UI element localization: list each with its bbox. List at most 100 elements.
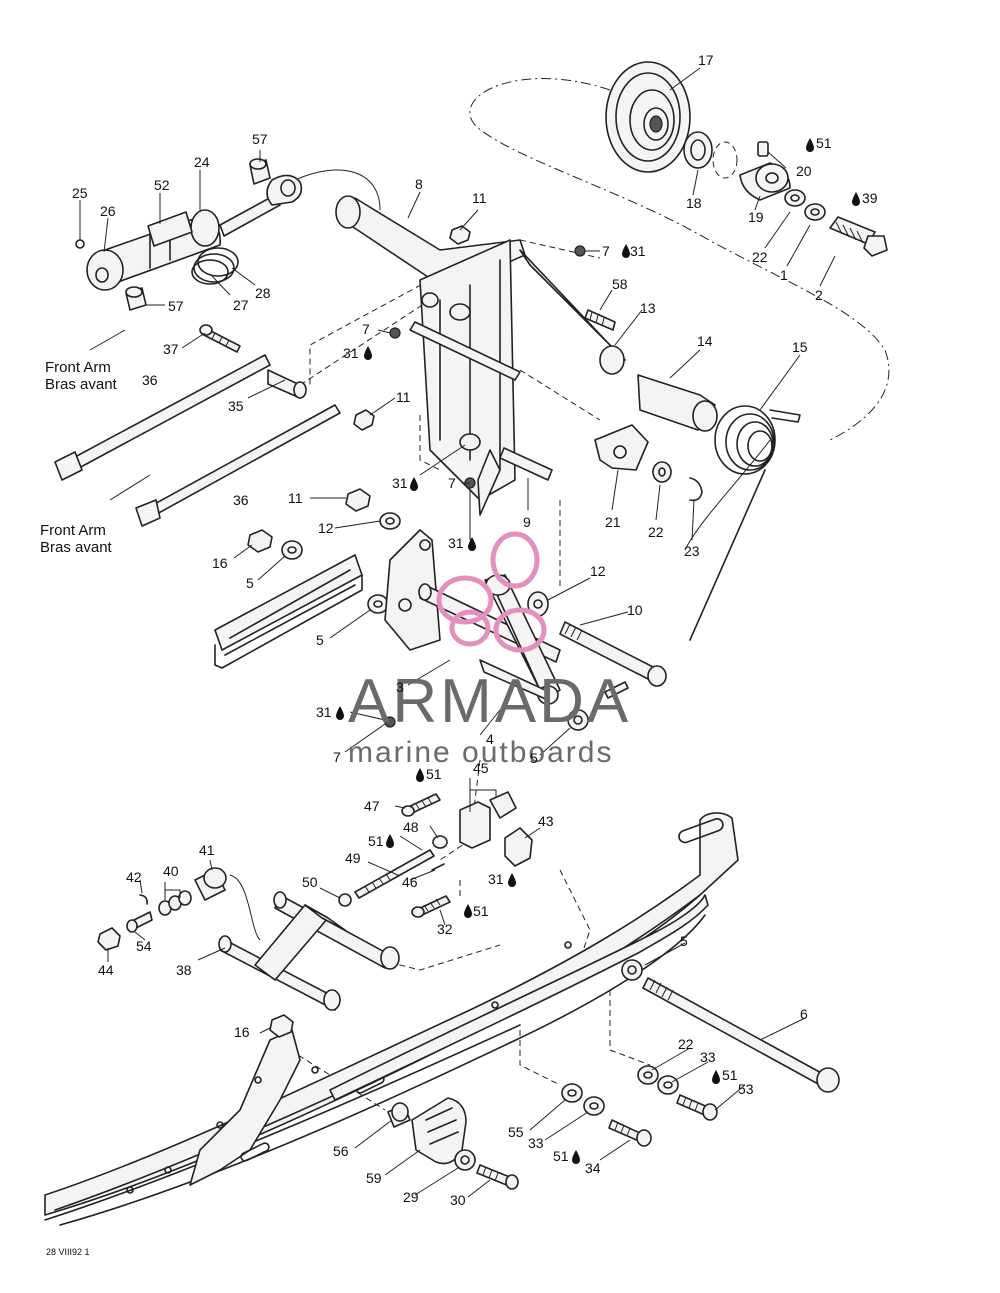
callout-31-f: 31 bbox=[488, 871, 504, 887]
callout-55: 55 bbox=[508, 1124, 524, 1140]
callout-5-b: 5 bbox=[316, 632, 324, 648]
nut-7-a bbox=[574, 245, 586, 257]
long-bolt-10 bbox=[559, 621, 667, 687]
callout-12-b: 12 bbox=[590, 563, 606, 579]
callout-31-e: 31 bbox=[316, 704, 332, 720]
oil-drop-icon bbox=[416, 768, 424, 782]
oil-drop-icon bbox=[852, 192, 860, 206]
watermark-brand: ARMADA bbox=[348, 667, 631, 736]
callout-51-b: 51 bbox=[426, 766, 442, 782]
block-43 bbox=[504, 827, 533, 867]
oil-drop-icon bbox=[410, 477, 418, 491]
callout-22-a: 22 bbox=[752, 249, 768, 265]
front-arm-note-2-en: Front Arm bbox=[40, 522, 106, 539]
callout-25: 25 bbox=[72, 185, 88, 201]
callout-14: 14 bbox=[697, 333, 713, 349]
callout-58: 58 bbox=[612, 276, 628, 292]
limiter-strap-36-upper bbox=[54, 354, 271, 481]
limiter-strap-36-lower bbox=[135, 404, 341, 527]
washer-50 bbox=[338, 893, 352, 907]
shock-absorber-24 bbox=[86, 174, 303, 291]
callout-26: 26 bbox=[100, 203, 116, 219]
callout-17: 17 bbox=[698, 52, 714, 68]
callout-31-a: 31 bbox=[630, 243, 646, 259]
bolt-53 bbox=[676, 1094, 718, 1121]
callout-31-c: 31 bbox=[392, 475, 408, 491]
rear-arm-bracket-3 bbox=[384, 529, 441, 651]
spring-pin-46 bbox=[431, 863, 445, 871]
callout-22-c: 22 bbox=[678, 1036, 694, 1052]
bolt-32 bbox=[411, 895, 451, 918]
coupler-block-45 bbox=[459, 791, 517, 849]
callout-1: 1 bbox=[780, 267, 788, 283]
callout-51-d: 51 bbox=[473, 903, 489, 919]
washer-22-mid bbox=[652, 461, 672, 483]
armada-logo-icon bbox=[436, 531, 547, 653]
washer-33-right bbox=[657, 1075, 679, 1095]
callout-49: 49 bbox=[345, 850, 361, 866]
bearing-18 bbox=[683, 131, 738, 179]
nut-16-b bbox=[269, 1014, 294, 1038]
slide-rail-secondary bbox=[329, 894, 709, 1101]
bushing-57-bottom bbox=[125, 286, 147, 311]
callout-9: 9 bbox=[523, 514, 531, 530]
callout-51-f: 51 bbox=[553, 1148, 569, 1164]
front-arm-8 bbox=[335, 195, 526, 516]
callout-13: 13 bbox=[640, 300, 656, 316]
pin-bottom-4 bbox=[604, 681, 629, 699]
washer-12-b bbox=[527, 591, 549, 617]
nut-7-d bbox=[384, 716, 396, 728]
washer-5-b bbox=[367, 594, 389, 614]
oil-drop-icon bbox=[468, 537, 476, 551]
front-arm-note-1-fr: Bras avant bbox=[45, 376, 118, 393]
callout-53: 53 bbox=[738, 1081, 754, 1097]
torsion-spring-15 bbox=[689, 405, 801, 641]
callout-51-a: 51 bbox=[816, 135, 832, 151]
callout-10: 10 bbox=[627, 602, 643, 618]
oil-drop-icon bbox=[622, 244, 630, 258]
set-screw-20 bbox=[757, 141, 769, 157]
washer-29 bbox=[454, 1149, 476, 1171]
callout-57-a: 57 bbox=[252, 131, 268, 147]
nut-11-c bbox=[345, 488, 371, 512]
callout-44: 44 bbox=[98, 962, 114, 978]
callout-12-a: 12 bbox=[318, 520, 334, 536]
callout-30: 30 bbox=[450, 1192, 466, 1208]
callout-35: 35 bbox=[228, 398, 244, 414]
callout-31-d: 31 bbox=[448, 535, 464, 551]
washers-40 bbox=[158, 890, 192, 916]
callout-36-a: 36 bbox=[142, 372, 158, 388]
plug-25 bbox=[75, 239, 85, 249]
callout-42: 42 bbox=[126, 869, 142, 885]
oil-drop-icon bbox=[508, 873, 516, 887]
washer-5-d bbox=[621, 959, 643, 981]
callout-7-d: 7 bbox=[333, 749, 341, 765]
callout-6: 6 bbox=[800, 1006, 808, 1022]
callout-37: 37 bbox=[163, 341, 179, 357]
callout-23: 23 bbox=[684, 543, 700, 559]
callout-7-a: 7 bbox=[602, 243, 610, 259]
callout-33-b: 33 bbox=[528, 1135, 544, 1151]
callout-27: 27 bbox=[233, 297, 249, 313]
bushing-41 bbox=[194, 867, 227, 901]
callout-50: 50 bbox=[302, 874, 318, 890]
bolt-58 bbox=[584, 309, 616, 331]
callout-18: 18 bbox=[686, 195, 702, 211]
nut-44 bbox=[97, 927, 121, 951]
callout-29: 29 bbox=[403, 1189, 419, 1205]
callout-52: 52 bbox=[154, 177, 170, 193]
callout-28: 28 bbox=[255, 285, 271, 301]
callout-20: 20 bbox=[796, 163, 812, 179]
callout-33-a: 33 bbox=[700, 1049, 716, 1065]
callout-4: 4 bbox=[486, 731, 494, 747]
wheel-slider-59 bbox=[411, 1097, 467, 1165]
callout-54: 54 bbox=[136, 938, 152, 954]
callout-36-b: 36 bbox=[233, 492, 249, 508]
bushing-56 bbox=[387, 1102, 411, 1128]
bolt-47 bbox=[401, 793, 441, 817]
spacer-54 bbox=[126, 911, 153, 933]
callout-numbers: 17 18 19 20 51 39 22 1 2 24 57 52 25 26 … bbox=[72, 52, 878, 1208]
idler-wheel-17 bbox=[605, 61, 691, 173]
callout-51-e: 51 bbox=[722, 1067, 738, 1083]
bolt-34 bbox=[608, 1119, 652, 1147]
